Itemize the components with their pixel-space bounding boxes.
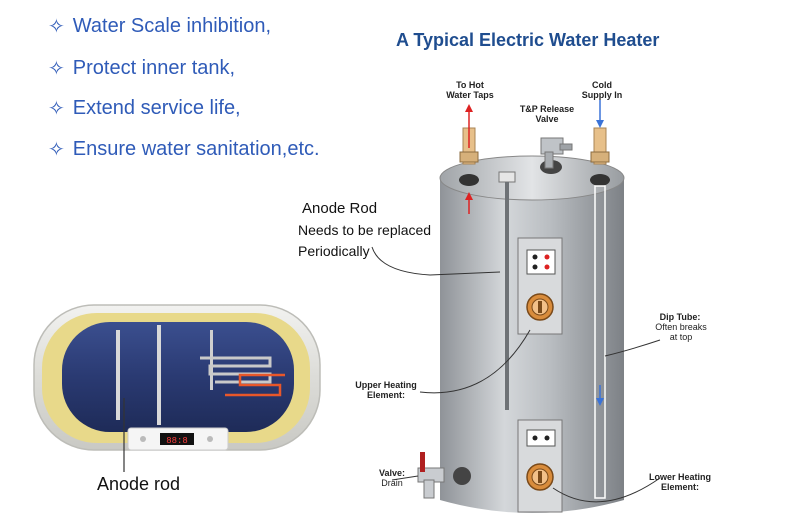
- tp-valve-lever: [559, 143, 573, 151]
- benefit-text: Water Scale inhibition,: [72, 14, 272, 37]
- hot-port: [459, 174, 479, 186]
- anode-rod-title: Anode Rod: [302, 200, 378, 217]
- digital-display: [160, 433, 194, 445]
- anode-rod-note: Periodically: [298, 243, 370, 259]
- benefit-text: Extend service life,: [72, 96, 241, 119]
- lower-thermostat: [526, 429, 556, 447]
- anode-rod: [505, 182, 509, 410]
- anode-rod-cutaway: [116, 330, 120, 420]
- hot-pipe-fitting: [459, 151, 479, 163]
- drain-port: [453, 467, 471, 485]
- tank-body: [440, 178, 624, 513]
- hot-flow-arrowhead: [465, 192, 473, 200]
- drain-valve-spout: [423, 479, 435, 499]
- sparkle-star-icon: ✧: [48, 137, 65, 161]
- benefit-item: ✧ Protect inner tank,: [48, 56, 235, 80]
- sparkle-star-icon: ✧: [48, 96, 65, 120]
- sparkle-star-icon: ✧: [48, 14, 65, 38]
- display-readout: 88:8: [166, 436, 188, 446]
- benefit-text: Protect inner tank,: [72, 56, 236, 79]
- lower-element-leader-line: [552, 477, 661, 503]
- cold-flow-arrowhead: [596, 120, 604, 128]
- diagram-title: A Typical Electric Water Heater: [396, 30, 660, 50]
- sparkle-star-icon: ✧: [48, 56, 65, 80]
- benefit-item: ✧ Ensure water sanitation,etc.: [48, 137, 320, 161]
- vertical-heater: [417, 100, 625, 513]
- dip-tube-label: Dip Tube:: [659, 312, 701, 322]
- cold-pipe-fitting: [590, 151, 610, 163]
- anode-leader-line: [371, 246, 501, 276]
- cold-flow-arrowhead: [596, 398, 604, 406]
- heating-element-cutaway: [200, 356, 272, 384]
- upper-element-leader-line: [419, 329, 531, 394]
- drain-valve-label: Valve:: [378, 468, 406, 478]
- cutaway-rod: [157, 325, 161, 425]
- anode-rod-note: Needs to be replaced: [298, 222, 432, 238]
- inner-tank: [62, 322, 294, 432]
- control-button-icon: [140, 436, 146, 442]
- anode-plug: [498, 171, 516, 183]
- control-button-icon: [207, 436, 213, 442]
- tank-top: [439, 155, 625, 201]
- hot-flow-arrowhead: [465, 104, 473, 112]
- cutaway-anode-rod-label: Anode rod: [97, 474, 181, 494]
- benefit-item: ✧ Extend service life,: [48, 96, 241, 120]
- benefit-text: Ensure water sanitation,etc.: [72, 137, 320, 160]
- drain-valve-note: Drain: [381, 478, 403, 488]
- dip-tube: [594, 185, 606, 499]
- cold-port: [590, 174, 610, 186]
- cutaway-heater: 88:8: [33, 304, 321, 472]
- heating-coil-glow: [225, 373, 285, 397]
- tp-valve-outlet: [544, 151, 554, 169]
- upper-thermostat: [526, 249, 556, 275]
- drain-valve-handle: [420, 452, 425, 472]
- valve-leader-line: [391, 475, 419, 481]
- cutaway-rod: [210, 330, 213, 390]
- benefit-item: ✧ Water Scale inhibition,: [48, 14, 271, 38]
- dip-tube-leader-line: [604, 339, 661, 357]
